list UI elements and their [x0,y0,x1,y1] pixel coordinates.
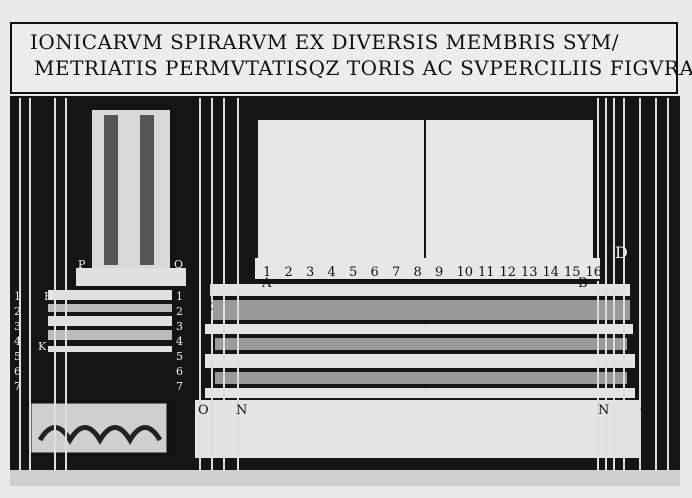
letter-E: E [205,300,213,313]
molding-band [215,338,627,350]
scale-number: 8 [414,265,422,280]
floor-line [10,470,680,486]
left-base-moldings [48,290,172,352]
side-number: 6 [14,365,21,378]
foliage-ornament [37,425,163,445]
plinth-block [195,400,640,458]
molding-band [205,324,633,334]
column-plinth-top [76,268,186,286]
letter-K: K [38,340,47,353]
molding-band [48,316,172,326]
side-number: 2 [176,305,183,318]
side-number: 3 [176,320,183,333]
letter-C: C [226,243,238,262]
letter-D: D [615,243,628,262]
scale-number: 1 [263,265,271,280]
scale-number: 10 [457,265,474,280]
scale-number: 9 [435,265,443,280]
middle-side-numbers: 1 2 3 4 5 6 7 [176,290,183,393]
scale-number: 13 [521,265,538,280]
side-number: 5 [176,350,183,363]
letter-P: P [78,258,86,271]
letter-B: B [578,276,588,291]
molding-band [48,346,172,352]
side-number: 7 [14,380,21,393]
side-number: 2 [14,305,21,318]
letter-A: A [261,276,272,291]
side-number: 7 [176,380,183,393]
title-line-1: IONICARVM SPIRARVM EX DIVERSIS MEMBRIS S… [30,30,620,54]
scale-strip [255,258,600,280]
column-shaft [92,110,170,270]
side-number: 1 [176,290,183,303]
scale-number: 5 [349,265,357,280]
vertical-guide-lines [19,98,669,470]
side-number: 5 [14,350,21,363]
molding-band [212,300,630,320]
molding-band [205,388,635,398]
molding-band [215,372,627,384]
scale-number: 3 [306,265,314,280]
molding-band [48,304,172,312]
side-number: 1 [14,290,21,303]
scale-number: 11 [478,265,495,280]
scale-number: 4 [328,265,336,280]
molding-band [210,284,630,296]
title-line-2: METRIATIS PERMVTATISQZ TORIS AC SVPERCIL… [34,56,692,80]
flute [104,115,118,265]
letter-N-right: N [598,403,609,418]
flute [140,115,154,265]
side-number: 6 [176,365,183,378]
scale-number: 14 [543,265,560,280]
molding-band [205,354,635,368]
right-base-moldings [205,284,635,398]
letter-Q: Q [174,258,183,271]
letter-O-right: O [640,403,651,418]
side-number: 4 [14,335,21,348]
molding-band [48,290,172,300]
letter-N-left: N [236,403,247,418]
scale-number: 6 [371,265,379,280]
letter-O-left: O [198,403,209,418]
scale-number: 16 [586,265,603,280]
title-cartouche: IONICARVM SPIRARVM EX DIVERSIS MEMBRIS S… [10,22,692,94]
scale-number: 15 [564,265,581,280]
left-side-numbers: 1 2 3 4 5 6 7 [14,290,21,393]
molding-band [48,330,172,340]
side-number: 3 [14,320,21,333]
scale-number: 2 [285,265,293,280]
scale-number: 12 [500,265,517,280]
letter-H: H [44,290,54,303]
scale-number: 7 [392,265,400,280]
side-number: 4 [176,335,183,348]
